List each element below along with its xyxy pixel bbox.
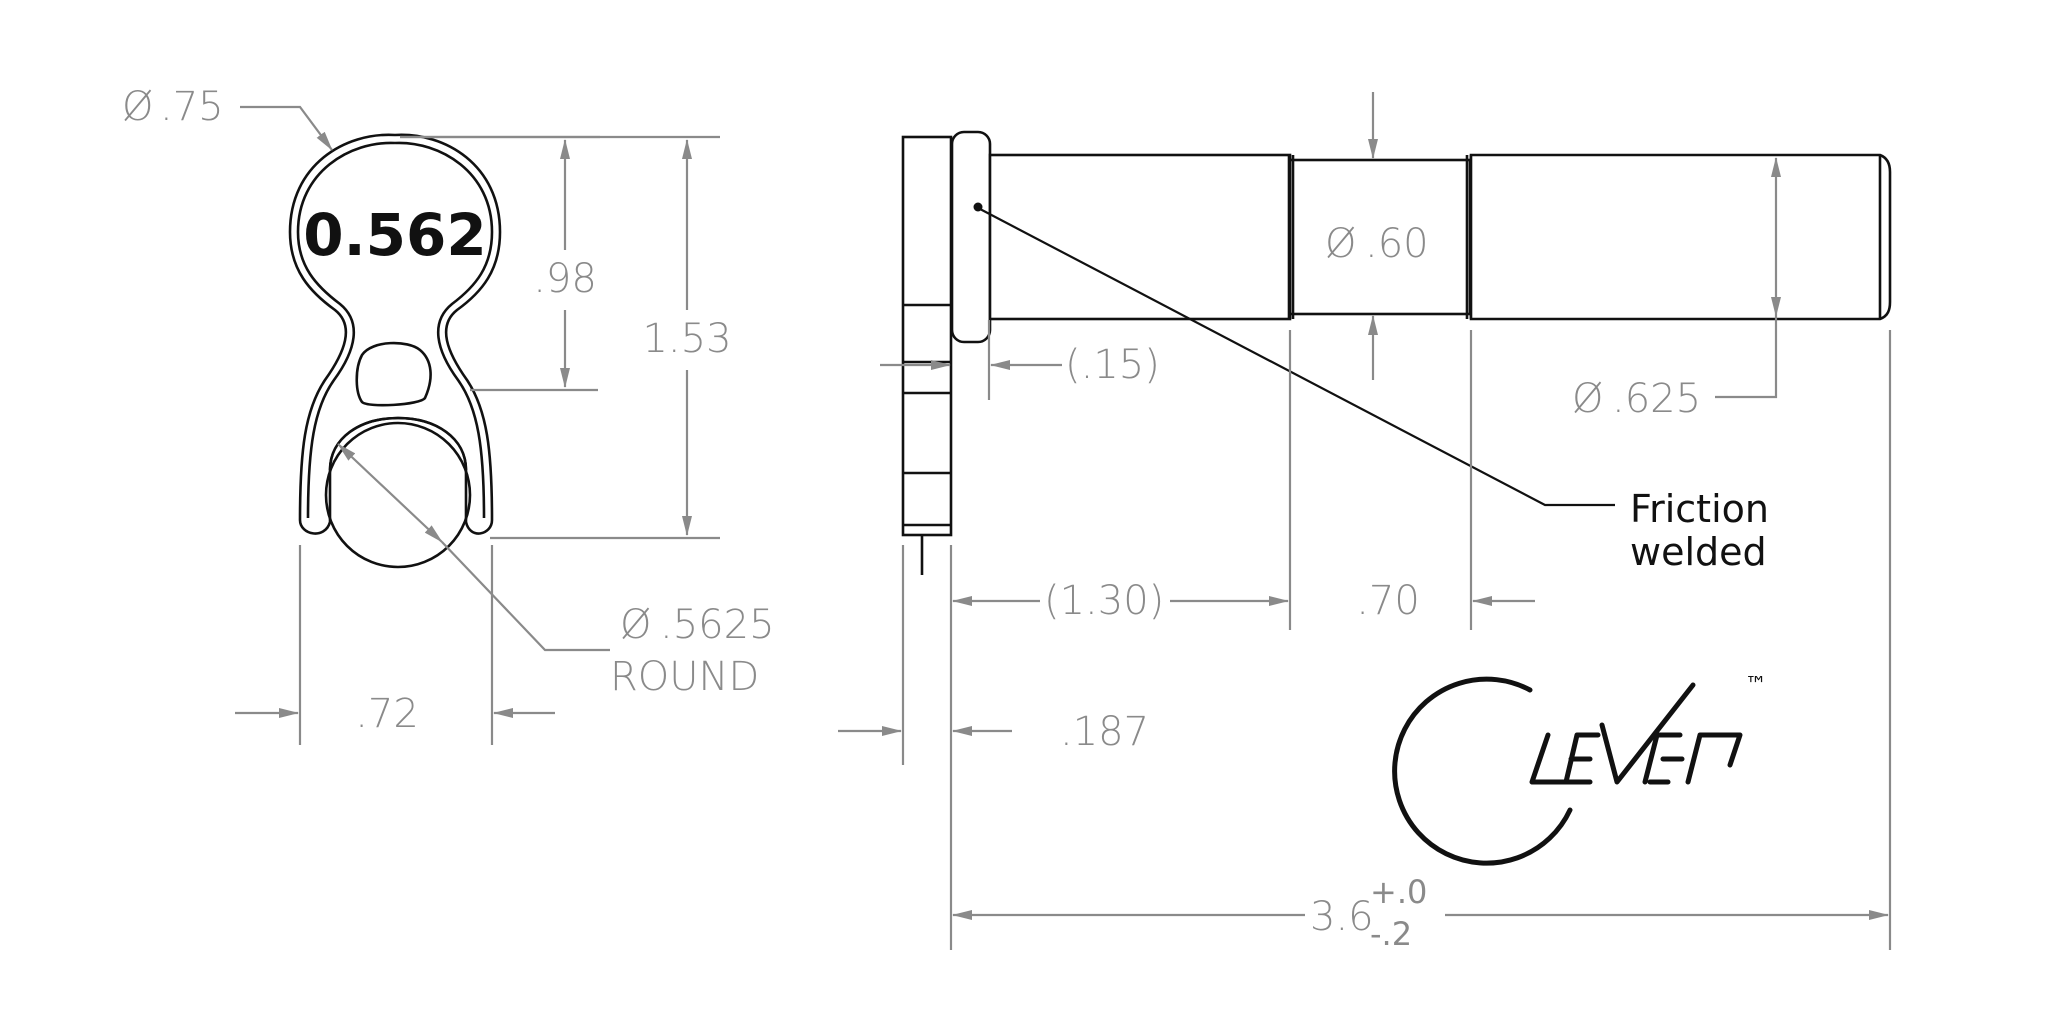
leader-625 [1715, 316, 1778, 399]
dia-symbol-hole: Ø [620, 602, 651, 648]
logo-e1-icon [1563, 732, 1601, 785]
note-line-1: Friction [1630, 487, 1769, 531]
dim-collar-gap: (.15) [1065, 342, 1160, 388]
dim-overall-height: 1.53 [642, 316, 731, 362]
logo-v-icon [1599, 682, 1696, 785]
groove-edges [1287, 155, 1473, 319]
shaft-view [901, 130, 1892, 575]
leader-outer-diameter [240, 105, 333, 151]
dim-hole-type: ROUND [610, 654, 759, 700]
leader-weld-note [979, 208, 1615, 507]
head-outline [288, 133, 502, 535]
part-stamp-text: 0.562 [303, 201, 486, 269]
head-view: 0.562 [288, 133, 502, 569]
dim-pin-diameter: .625 [1612, 376, 1701, 422]
dim-first-section: (1.30) [1044, 578, 1164, 624]
clever-logo-icon: ™ [1392, 673, 1767, 866]
logo-trademark: ™ [1745, 673, 1767, 698]
logo-e2-icon [1642, 732, 1685, 785]
shaft-groove [1288, 158, 1472, 316]
dia-symbol-pin: Ø [1572, 376, 1603, 422]
round-hole [324, 421, 472, 569]
shaft-section-2 [1469, 153, 1892, 321]
head-plate [901, 135, 953, 537]
dim-tolerance-plus: +.0 [1370, 873, 1427, 911]
dim-neck-height: .98 [533, 256, 597, 302]
logo-c-icon [1392, 676, 1573, 866]
dim-groove-length: .70 [1356, 578, 1420, 624]
dim-tolerance-minus: -.2 [1370, 915, 1412, 953]
leader-hole [441, 541, 610, 652]
dia-symbol-head: Ø [122, 84, 153, 130]
dim-outer-diameter: .75 [160, 84, 224, 130]
dim-hole-diameter: .5625 [660, 602, 775, 648]
head-inner-outline [296, 141, 494, 519]
note-line-2: welded [1630, 530, 1767, 574]
logo-l-icon [1529, 732, 1571, 785]
shaft-dimensions: Ø .60 (.15) Ø .625 Friction welded (1.30… [838, 92, 1892, 953]
dia-symbol-groove: Ø [1325, 221, 1356, 267]
dim-groove-diameter: .60 [1365, 221, 1429, 267]
dim-head-thickness: .187 [1060, 709, 1149, 755]
dim-width: .72 [355, 691, 419, 737]
triangle-cutout [355, 341, 432, 407]
collar [950, 130, 992, 344]
head-plate-lines [903, 303, 951, 527]
dim-line-hole [337, 443, 443, 543]
logo-r-icon [1685, 732, 1743, 785]
hole-upper-edge [328, 416, 468, 471]
dim-overall-length: 3.6 [1310, 894, 1374, 940]
head-dimensions: Ø .75 .98 1.53 Ø .5625 ROUND .72 [122, 84, 775, 745]
